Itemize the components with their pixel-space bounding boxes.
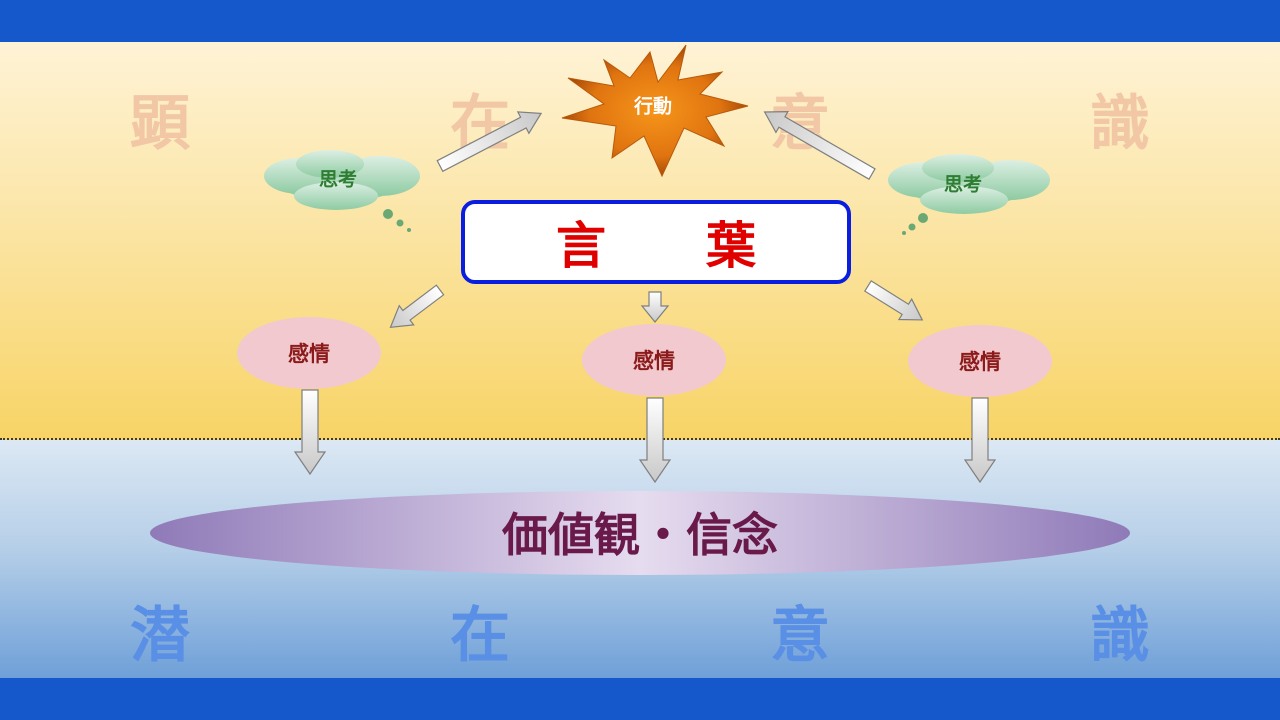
subconscious-char-4: 識	[1090, 601, 1150, 671]
words-label: 言葉	[556, 217, 856, 275]
action-burst-shape	[561, 44, 749, 178]
top-band	[0, 0, 1280, 42]
arrow-words-to-emotion-center	[640, 291, 670, 323]
subconscious-char-3: 意	[770, 601, 830, 671]
emotion-ellipse-right	[908, 325, 1052, 397]
thought-cloud-left	[264, 150, 420, 232]
bottom-band	[0, 678, 1280, 720]
arrow-thought-right-to-action	[763, 110, 876, 181]
thought-cloud-right	[888, 154, 1050, 235]
arrow-emotion-left-to-values	[293, 389, 327, 476]
action-label: 行動	[633, 95, 673, 118]
values-label: 価値観・信念	[502, 508, 778, 562]
arrow-thought-left-to-action	[436, 111, 543, 173]
emotion-left-label: 感情	[288, 342, 330, 366]
conscious-subconscious-divider	[0, 438, 1280, 440]
thought-left-label: 思考	[318, 168, 358, 191]
emotion-ellipse-left	[237, 317, 381, 389]
emotion-ellipse-center	[582, 324, 726, 396]
conscious-char-4: 識	[1090, 89, 1150, 159]
subconscious-char-2: 在	[450, 601, 510, 671]
emotion-center-label: 感情	[633, 349, 675, 373]
arrow-emotion-right-to-values	[963, 397, 997, 484]
arrow-emotion-center-to-values	[638, 397, 672, 484]
thought-right-label: 思考	[943, 173, 983, 196]
words-box: 言葉	[461, 200, 851, 284]
emotion-right-label: 感情	[959, 350, 1001, 374]
values-ellipse	[150, 491, 1130, 575]
arrow-words-to-emotion-right	[863, 280, 924, 321]
conscious-char-1: 顕	[130, 89, 190, 159]
subconscious-char-1: 潜	[130, 601, 190, 671]
arrow-words-to-emotion-left	[389, 284, 445, 329]
